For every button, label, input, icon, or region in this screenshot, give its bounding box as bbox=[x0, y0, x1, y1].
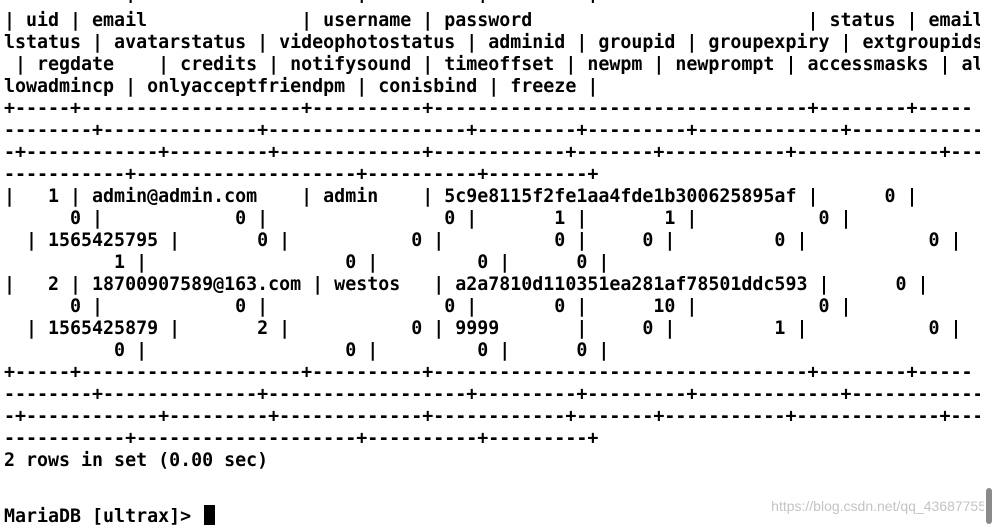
table-border-line: +-----+--------------------+----------+-… bbox=[4, 98, 973, 119]
table-border-line: --------+--------------+----------------… bbox=[4, 120, 980, 141]
table-border-line: -----------+--------------------+-------… bbox=[4, 164, 599, 185]
table-border-line: -----------+--------------------+-------… bbox=[4, 428, 599, 449]
scrollbar-thumb[interactable] bbox=[986, 488, 992, 524]
table-header-line: lowadmincp | onlyacceptfriendpm | conisb… bbox=[4, 76, 599, 97]
table-header-line: | regdate | credits | notifysound | time… bbox=[4, 54, 980, 75]
vertical-scrollbar[interactable] bbox=[984, 0, 994, 528]
table-row-line: 1 | 0 | 0 | 0 | bbox=[4, 252, 610, 273]
command-prompt-line[interactable]: MariaDB [ultrax]> bbox=[4, 505, 216, 527]
query-result-summary: 2 rows in set (0.00 sec) bbox=[4, 450, 269, 471]
table-header-line: lstatus | avatarstatus | videophotostatu… bbox=[4, 32, 980, 53]
table-row-line: 0 | 0 | 0 | 0 | bbox=[4, 340, 610, 361]
table-border-line: -----------+--------------------+-------… bbox=[4, 0, 980, 10]
table-row-line: | 2 | 18700907589@163.com | westos | a2a… bbox=[4, 274, 929, 295]
table-header-line: | uid | email | username | password | st… bbox=[4, 10, 980, 31]
table-border-line: +-----+--------------------+----------+-… bbox=[4, 362, 973, 383]
table-row-line: | 1 | admin@admin.com | admin | 5c9e8115… bbox=[4, 186, 918, 207]
table-row-line: 0 | 0 | 0 | 0 | 10 | 0 | bbox=[4, 296, 852, 317]
blank-line bbox=[4, 472, 980, 494]
table-row-line: 0 | 0 | 0 | 1 | 1 | 0 | bbox=[4, 208, 852, 229]
table-border-line: -+------------+---------+-------------+-… bbox=[4, 406, 980, 427]
text-cursor bbox=[204, 505, 216, 525]
table-row-line: | 1565425795 | 0 | 0 | 0 | 0 | 0 | 0 | bbox=[4, 230, 962, 251]
terminal-output: -----------+--------------------+-------… bbox=[4, 0, 980, 494]
table-border-line: --------+--------------+----------------… bbox=[4, 384, 980, 405]
mariadb-prompt: MariaDB [ultrax]> bbox=[4, 506, 203, 527]
table-border-line: -+------------+---------+-------------+-… bbox=[4, 142, 980, 163]
watermark-url: https://blog.csdn.net/qq_43687755 bbox=[771, 498, 986, 514]
table-row-line: | 1565425879 | 2 | 0 | 9999 | 0 | 1 | 0 … bbox=[4, 318, 962, 339]
